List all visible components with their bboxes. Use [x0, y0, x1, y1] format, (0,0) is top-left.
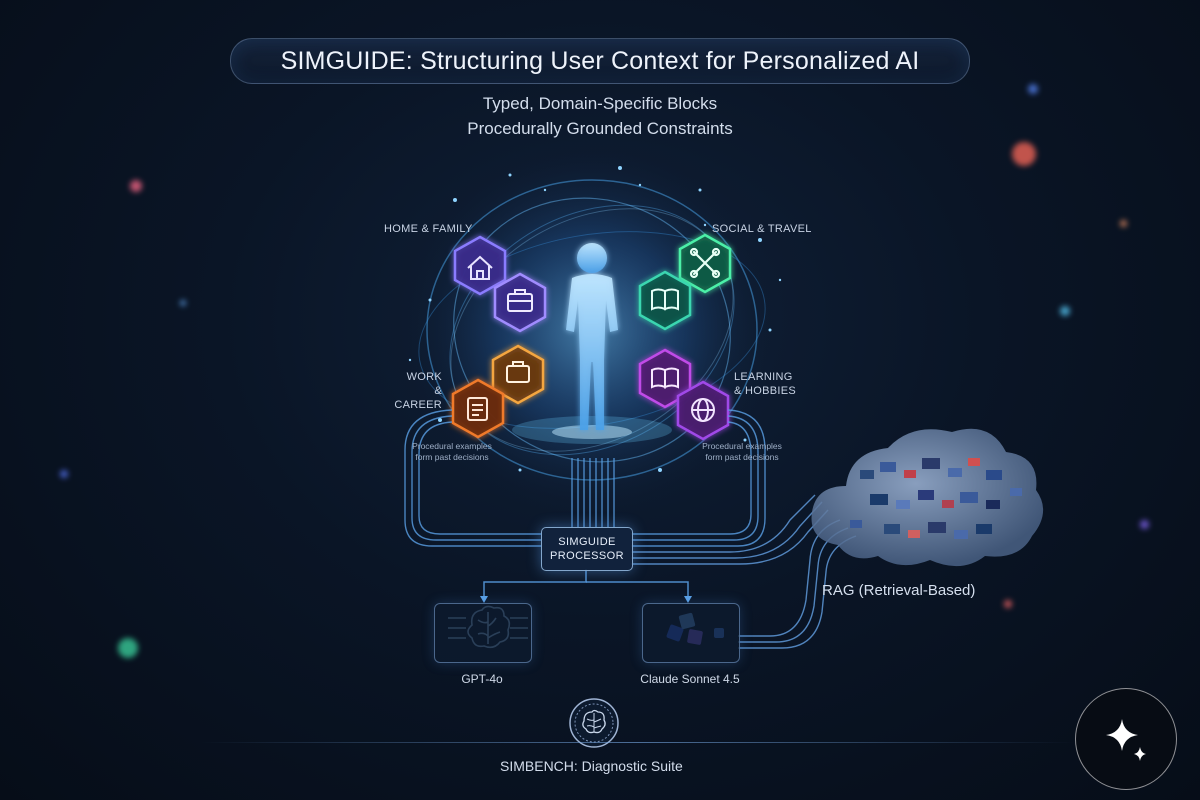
footer-divider — [200, 742, 1075, 743]
brain-seal-icon — [569, 698, 619, 748]
processor-outputs — [480, 569, 692, 603]
bokeh-light — [1012, 142, 1036, 166]
note-left-line-1: Procedural examples — [412, 441, 492, 451]
sparkle-icon — [1106, 719, 1146, 761]
house-icon — [467, 255, 493, 280]
globe-icon — [691, 398, 715, 422]
subtitle-line-1: Typed, Domain-Specific Blocks — [482, 94, 718, 113]
notepad-icon — [467, 397, 488, 421]
label-learning-line-2: & HOBBIES — [734, 385, 796, 397]
note-right-line-1: Procedural examples — [702, 441, 782, 451]
block-connectors — [404, 409, 766, 547]
label-social-travel: SOCIAL & TRAVEL — [712, 223, 812, 235]
label-work-line-2: & CAREER — [394, 385, 442, 411]
briefcase-icon — [506, 361, 530, 383]
processor-line-1: SIMGUIDE — [558, 536, 616, 548]
subtitle-line-2: Procedurally Grounded Constraints — [467, 119, 733, 138]
bokeh-light — [1140, 520, 1149, 529]
label-home-family: HOME & FAMILY — [384, 223, 473, 235]
bokeh-light — [1004, 600, 1012, 608]
note-left-line-2: form past decisions — [415, 452, 489, 462]
simguide-processor: SIMGUIDE PROCESSOR — [541, 527, 633, 571]
open-book-icon — [651, 288, 679, 311]
home-family-block — [453, 235, 507, 296]
processor-line-2: PROCESSOR — [550, 550, 624, 562]
note-right-line-2: form past decisions — [705, 452, 779, 462]
rag-label: RAG (Retrieval-Based) — [822, 582, 976, 599]
briefcase-icon — [507, 289, 533, 312]
briefcase-block — [493, 272, 547, 333]
open-book-icon — [651, 367, 679, 389]
claude-model-label: Claude Sonnet 4.5 — [640, 672, 740, 686]
claude-model-box — [642, 603, 740, 663]
bokeh-light — [1060, 306, 1070, 316]
gpt-model-label: GPT-4o — [461, 672, 503, 686]
label-work-line-1: WORK — [406, 371, 442, 383]
label-learning-hobbies: LEARNING & HOBBIES — [734, 370, 796, 398]
work-amber-block — [491, 344, 545, 405]
label-learning-line-1: LEARNING — [734, 371, 793, 383]
sparkle-button[interactable] — [1075, 688, 1177, 790]
bokeh-light — [130, 180, 142, 192]
page-title: SIMGUIDE: Structuring User Context for P… — [280, 46, 920, 75]
title-banner: SIMGUIDE: Structuring User Context for P… — [230, 38, 970, 84]
gpt-model-box — [434, 603, 532, 663]
footer-label: SIMBENCH: Diagnostic Suite — [500, 758, 683, 774]
human-figure-icon — [566, 243, 618, 430]
note-right: Procedural examples form past decisions — [694, 441, 790, 463]
bokeh-light — [1120, 220, 1127, 227]
bokeh-light — [1028, 84, 1038, 94]
bokeh-light — [60, 470, 68, 478]
rag-cloud — [811, 428, 1044, 567]
note-left: Procedural examples form past decisions — [404, 441, 500, 463]
retrieved-documents — [850, 458, 1022, 539]
crossed-tools-icon — [689, 247, 721, 279]
label-work-career: WORK & CAREER — [392, 370, 442, 412]
bokeh-light — [180, 300, 186, 306]
work-career-block — [451, 378, 505, 439]
bokeh-light — [118, 638, 138, 658]
